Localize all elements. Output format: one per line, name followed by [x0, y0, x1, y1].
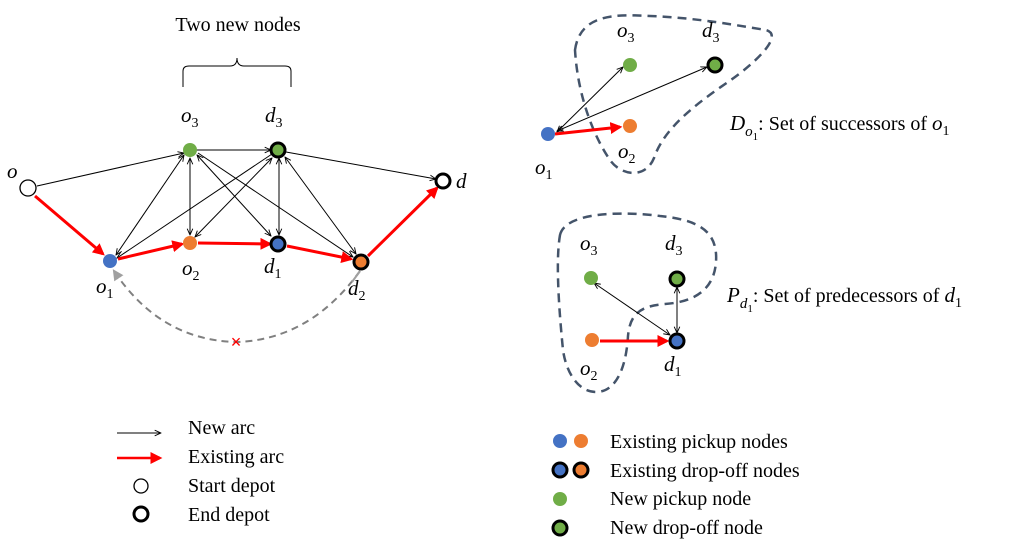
successors-panel: o3 d3 o1 o2 Do1: Set of successors of o1 [535, 14, 950, 183]
arc-d1-d2 [286, 244, 354, 263]
node-o1 [103, 254, 117, 268]
pred-node-d1 [668, 332, 686, 350]
predecessors-caption: Pd1: Set of predecessors of d1 [726, 283, 962, 315]
pred-node-d3 [668, 270, 686, 288]
pred-label-o2: o2 [580, 356, 598, 384]
legend-new-pickup-icon [553, 492, 567, 506]
arc-o3-o1 [116, 155, 184, 255]
successors-caption: Do1: Set of successors of o1 [729, 111, 950, 143]
arc-o2-d1 [197, 237, 273, 250]
arc-d3-d [285, 151, 436, 179]
removed-arc [112, 269, 361, 344]
legend-start-depot-label: Start depot [188, 475, 276, 497]
succ-label-o2: o2 [618, 139, 636, 167]
removed-arc-tail [351, 270, 361, 283]
pred-label-d3: d3 [665, 231, 683, 259]
label-d3: d3 [265, 103, 283, 131]
label-d1: d1 [264, 254, 282, 282]
pred-label-o3: o3 [580, 231, 598, 259]
arc-d3-o2 [195, 158, 272, 237]
arc-o-o1 [34, 194, 105, 256]
main-network: Two new nodes × [7, 14, 467, 352]
successors-region [573, 14, 773, 175]
label-end-depot: d [456, 169, 467, 193]
legend-new-dropoff-icon [551, 519, 569, 537]
label-d2: d2 [348, 276, 366, 304]
legend-right: Existing pickup nodes Existing drop-off … [551, 431, 800, 539]
succ-label-d3: d3 [702, 18, 720, 46]
arc-d2-d [366, 186, 439, 258]
succ-label-o3: o3 [617, 18, 635, 46]
end-depot-node [434, 172, 452, 190]
legend-dropoff-blue-icon [551, 461, 569, 479]
node-d1 [269, 235, 287, 253]
title-two-new-nodes: Two new nodes [175, 14, 300, 36]
cross-mark: × [231, 332, 242, 352]
legend-dropoff-orange-icon [572, 461, 590, 479]
legend-left: New arc Existing arc Start depot End dep… [117, 417, 284, 526]
legend-end-depot-icon [132, 505, 150, 523]
predecessors-panel: o3 d3 o2 d1 Pd1: Set of predecessors of … [556, 212, 962, 394]
brace [182, 57, 292, 87]
legend-start-depot-icon [133, 478, 149, 494]
succ-node-d3 [706, 56, 724, 74]
legend-pickup-orange-icon [574, 434, 588, 448]
succ-label-o1: o1 [535, 155, 553, 183]
succ-arc-o1-o2 [554, 122, 623, 136]
label-o2: o2 [182, 256, 200, 284]
succ-node-o3 [623, 58, 637, 72]
new-arcs [36, 150, 436, 258]
start-depot-node [19, 179, 37, 197]
legend-existing-pickup-label: Existing pickup nodes [610, 431, 788, 453]
legend-pickup-blue-icon [553, 434, 567, 448]
arc-o-o3 [36, 153, 184, 187]
arc-d3-d2 [285, 157, 356, 254]
node-o2 [183, 236, 197, 250]
arc-o1-o2 [117, 240, 185, 261]
legend-existing-dropoff-label: Existing drop-off nodes [610, 460, 800, 482]
existing-arcs [34, 186, 439, 263]
label-o1: o1 [96, 274, 114, 302]
label-start-depot: o [7, 159, 18, 183]
legend-existing-arc-label: Existing arc [188, 446, 284, 468]
legend-end-depot-label: End depot [188, 504, 270, 526]
node-d2 [352, 253, 370, 271]
node-d3 [269, 141, 287, 159]
succ-arc-o1-d3 [557, 67, 707, 131]
pred-node-o2 [585, 333, 599, 347]
pred-label-d1: d1 [664, 352, 682, 380]
legend-new-arc-label: New arc [188, 417, 255, 439]
legend-new-dropoff-label: New drop-off node [610, 517, 763, 539]
legend-new-pickup-label: New pickup node [610, 488, 751, 510]
pred-arc-o3-d1 [594, 283, 670, 335]
label-o3: o3 [181, 103, 199, 131]
succ-node-o2 [623, 119, 637, 133]
succ-node-o1 [541, 127, 555, 141]
node-o3 [183, 143, 197, 157]
pred-node-o3 [584, 271, 598, 285]
